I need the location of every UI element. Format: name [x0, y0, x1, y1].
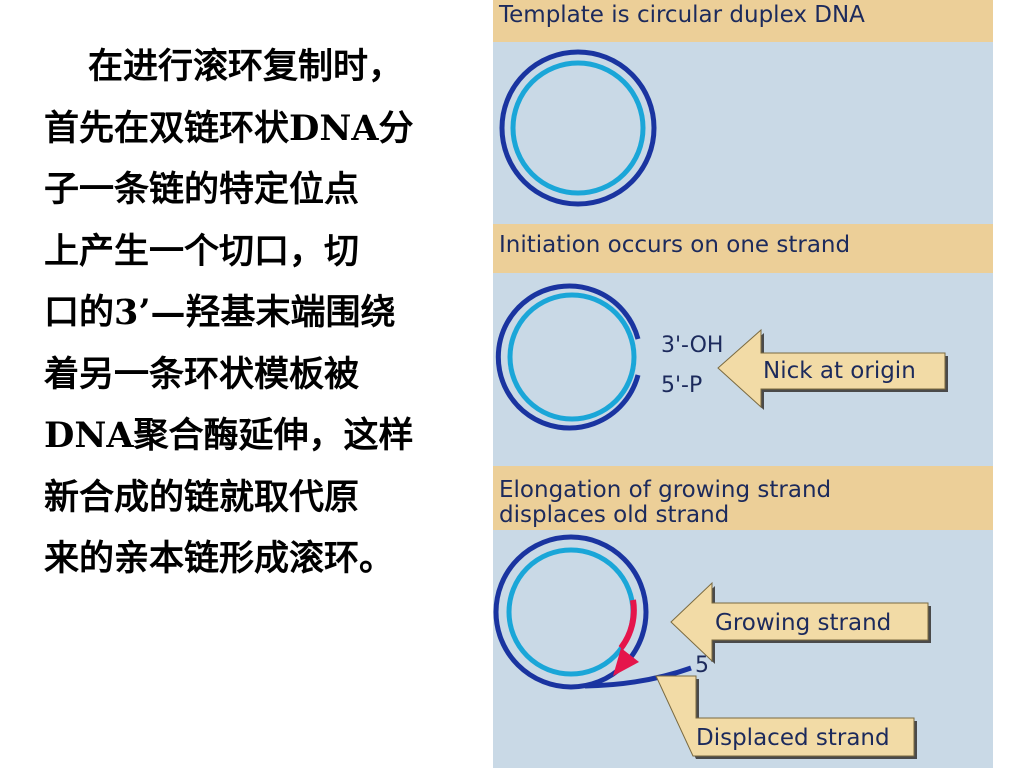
growing-strand-arrowhead [613, 648, 639, 676]
inner-strand [507, 292, 637, 422]
paragraph-line: 子一条链的特定位点 [44, 169, 360, 210]
outer-strand [493, 534, 649, 690]
nick-arrow-label: Nick at origin [763, 358, 916, 384]
panel2-header: Initiation occurs on one strand [493, 224, 993, 273]
growing-strand-arrow: Growing strand [670, 581, 931, 664]
panel3-title-line1: Elongation of growing strand [499, 477, 832, 503]
paragraph-line: DNA聚合酶延伸，这样 [44, 415, 414, 456]
growing-strand [618, 599, 637, 650]
displaced-strand-arrow: Displaced strand [655, 675, 917, 759]
paragraph-line: 口的3’—羟基末端围绕 [44, 292, 396, 333]
outer-strand [499, 49, 657, 207]
label-3oh: 3'-OH [661, 333, 723, 358]
nick-at-origin-arrow: Nick at origin [717, 328, 948, 410]
paragraph-line: 着另一条环状模板被 [44, 353, 360, 395]
panel3-title-line2: displaces old strand [499, 502, 730, 528]
panel2-title: Initiation occurs on one strand [499, 232, 851, 258]
paragraph-line: 在进行滚环复制时， [88, 46, 404, 87]
rolling-circle-diagram: 3'-OH 5'-P Nick at origin 5' Growing str… [493, 49, 948, 759]
nicked-outer-strand [495, 283, 641, 431]
nicked-duplex-dna: 3'-OH 5'-P [495, 283, 723, 431]
paragraph-line: 首先在双链环状DNA分 [44, 107, 414, 149]
label-5p: 5'-P [661, 373, 702, 398]
displaced-arrow-label: Displaced strand [696, 725, 890, 751]
paragraph-line: 新合成的链就取代原 [44, 476, 360, 518]
displaced-strand [584, 665, 692, 689]
panel3-header: Elongation of growing strand displaces o… [493, 466, 993, 530]
inner-strand [510, 60, 646, 196]
circular-duplex-dna [499, 49, 657, 207]
panel1-title: Template is circular duplex DNA [499, 2, 865, 28]
growing-arrow-label: Growing strand [715, 610, 891, 636]
panel1-header: Template is circular duplex DNA [493, 0, 993, 42]
paragraph-line: 上产生一个切口，切 [44, 230, 360, 272]
description-paragraph: 在进行滚环复制时， 首先在双链环状DNA分 子一条链的特定位点 上产生一个切口，… [44, 36, 444, 590]
inner-strand [506, 547, 636, 677]
paragraph-line: 来的亲本链形成滚环。 [44, 538, 395, 579]
